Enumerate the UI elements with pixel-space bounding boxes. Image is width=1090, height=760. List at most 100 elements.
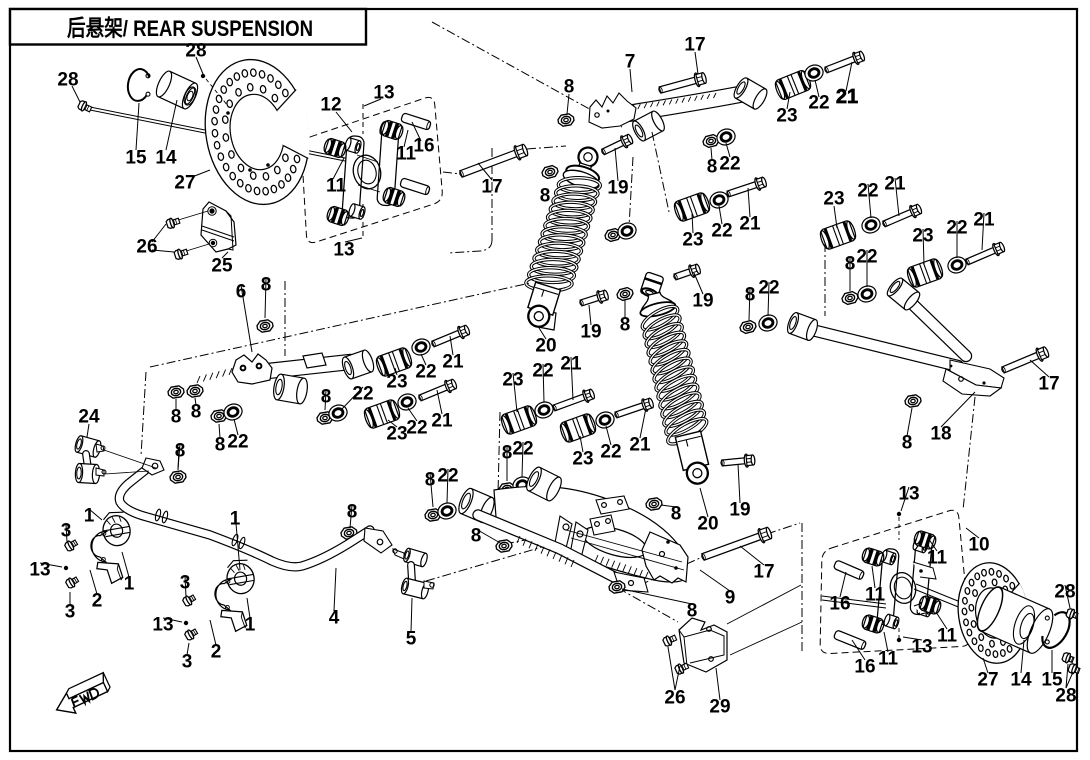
svg-text:28: 28 [1054,582,1075,603]
svg-text:1: 1 [124,574,135,595]
svg-text:13: 13 [373,83,394,104]
svg-text:23: 23 [386,424,407,445]
svg-text:2: 2 [211,642,222,663]
svg-text:8: 8 [845,254,856,275]
svg-text:23: 23 [823,189,844,210]
svg-text:22: 22 [808,93,829,114]
svg-text:12: 12 [320,95,341,116]
svg-text:11: 11 [396,144,417,165]
svg-text:20: 20 [535,336,556,357]
svg-text:22: 22 [758,278,779,299]
svg-text:10: 10 [968,535,989,556]
svg-text:20: 20 [697,514,718,535]
svg-text:8: 8 [425,470,436,491]
svg-text:8: 8 [620,315,631,336]
svg-text:13: 13 [29,560,50,581]
svg-text:3: 3 [61,521,72,542]
svg-text:26: 26 [664,688,685,709]
svg-text:22: 22 [437,466,458,487]
svg-text:3: 3 [180,573,191,594]
svg-text:15: 15 [1041,670,1063,691]
svg-text:27: 27 [977,670,998,691]
svg-text:23: 23 [572,449,593,470]
svg-text:21: 21 [739,214,761,235]
svg-text:22: 22 [227,432,248,453]
svg-text:17: 17 [684,35,705,56]
svg-text:8: 8 [564,77,575,98]
svg-text:22: 22 [711,221,732,242]
svg-text:5: 5 [406,629,417,650]
svg-text:22: 22 [406,418,427,439]
svg-text:13: 13 [152,615,173,636]
svg-text:8: 8 [215,435,226,456]
svg-text:28: 28 [185,41,206,62]
svg-text:16: 16 [829,594,850,615]
svg-text:23: 23 [502,370,523,391]
svg-text:19: 19 [729,500,750,521]
svg-text:1: 1 [230,509,241,530]
svg-text:21: 21 [884,174,906,195]
svg-text:21: 21 [973,210,995,231]
svg-text:1: 1 [84,506,95,527]
svg-text:28: 28 [57,70,78,91]
svg-text:9: 9 [725,588,736,609]
svg-text:22: 22 [352,384,373,405]
svg-text:1: 1 [245,615,256,636]
svg-text:19: 19 [692,291,713,312]
svg-text:22: 22 [857,181,878,202]
svg-text:7: 7 [625,52,636,73]
svg-text:23: 23 [776,106,797,127]
svg-text:11: 11 [937,626,958,647]
svg-text:26: 26 [136,237,157,258]
svg-text:13: 13 [333,240,354,261]
svg-text:17: 17 [1038,374,1059,395]
svg-text:16: 16 [413,136,434,157]
svg-text:29: 29 [709,697,730,718]
svg-text:19: 19 [580,322,601,343]
svg-text:19: 19 [607,178,628,199]
svg-text:22: 22 [512,439,533,460]
svg-text:8: 8 [707,157,718,178]
svg-text:后悬架/ REAR SUSPENSION: 后悬架/ REAR SUSPENSION [67,16,313,41]
svg-text:11: 11 [865,585,886,606]
svg-text:24: 24 [78,407,100,428]
svg-text:8: 8 [540,186,551,207]
svg-text:21: 21 [629,435,651,456]
svg-text:23: 23 [386,372,407,393]
svg-text:22: 22 [856,247,877,268]
svg-text:23: 23 [682,230,703,251]
svg-text:3: 3 [65,602,76,623]
svg-text:21: 21 [442,352,464,373]
svg-text:13: 13 [911,637,932,658]
svg-text:14: 14 [1010,670,1032,691]
svg-text:25: 25 [211,256,233,277]
svg-text:4: 4 [329,608,340,629]
svg-text:11: 11 [878,649,899,670]
svg-text:23: 23 [912,226,933,247]
svg-text:8: 8 [191,402,202,423]
svg-text:8: 8 [502,443,513,464]
svg-text:22: 22 [415,362,436,383]
svg-text:8: 8 [687,601,698,622]
svg-text:6: 6 [236,282,247,303]
svg-text:14: 14 [155,148,177,169]
svg-text:21: 21 [431,411,453,432]
svg-text:11: 11 [326,176,347,197]
svg-text:3: 3 [182,652,193,673]
svg-text:22: 22 [532,361,553,382]
svg-text:8: 8 [745,285,756,306]
svg-text:8: 8 [347,502,358,523]
svg-text:17: 17 [481,177,502,198]
svg-text:8: 8 [321,387,332,408]
svg-text:2: 2 [92,591,103,612]
svg-text:11: 11 [927,548,948,569]
svg-text:16: 16 [854,657,875,678]
svg-text:21: 21 [560,354,582,375]
svg-text:8: 8 [171,407,182,428]
svg-text:22: 22 [600,442,621,463]
svg-text:8: 8 [261,275,272,296]
svg-text:8: 8 [175,441,186,462]
svg-text:8: 8 [471,526,482,547]
svg-text:21: 21 [836,86,858,108]
svg-text:28: 28 [1055,686,1076,707]
